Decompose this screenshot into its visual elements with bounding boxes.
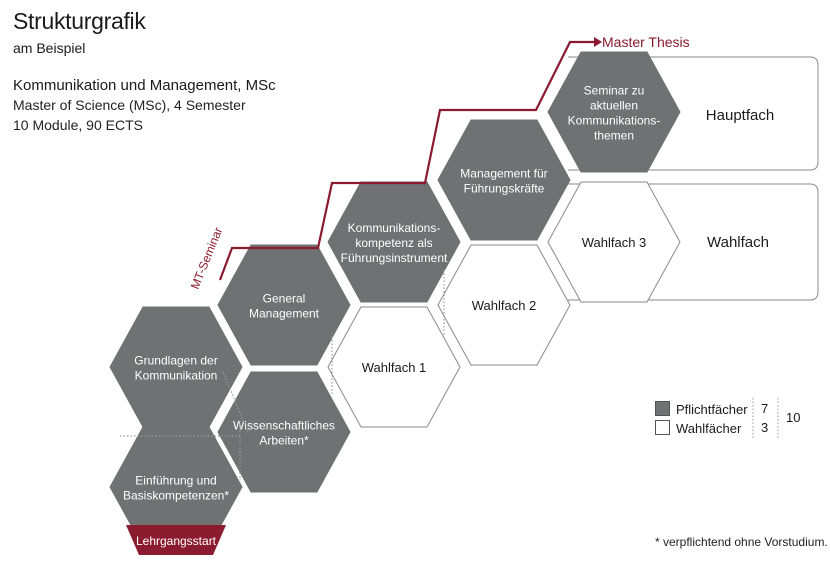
master-thesis-label: Master Thesis <box>602 34 690 50</box>
legend-divider <box>752 398 754 440</box>
module-label: Einführung und <box>135 474 216 488</box>
row-label-main: Hauptfach <box>706 107 774 124</box>
legend-mandatory-label: Pflichtfächer <box>676 402 748 417</box>
page-title: Strukturgrafik <box>13 8 146 34</box>
hexagon-shape <box>437 119 571 241</box>
hexagon-shape <box>437 244 571 366</box>
row-label-elective: Wahlfach <box>707 234 769 251</box>
module-label: Kommunikation <box>135 369 218 383</box>
page-subtitle: am Beispiel <box>13 40 86 56</box>
module-wahlfach3: Wahlfach 3 <box>547 181 681 303</box>
module-wahlfach1: Wahlfach 1 <box>327 306 461 428</box>
module-label: Seminar zu <box>584 84 645 98</box>
main-subject-row-frame <box>568 56 819 171</box>
module-label: Wahlfach 3 <box>582 235 647 250</box>
mandatory-swatch <box>655 401 670 416</box>
program-name: Kommunikation und Management, MSc <box>13 77 276 94</box>
module-label: Wahlfach 1 <box>362 360 427 375</box>
module-label: Management <box>249 307 320 321</box>
start-label: Lehrgangsstart <box>136 534 217 548</box>
module-wahlfach2: Wahlfach 2 <box>437 244 571 366</box>
module-label: General <box>263 292 306 306</box>
legend-elective-count: 3 <box>761 420 769 435</box>
elective-swatch <box>655 420 670 435</box>
module-label: kompetenz als <box>355 236 432 250</box>
module-label: Kommunikations- <box>568 114 661 128</box>
legend-mandatory-count: 7 <box>761 401 769 416</box>
start-banner <box>126 525 226 555</box>
legend-elective-label: Wahlfächer <box>676 421 742 436</box>
footnote: * verpflichtend ohne Vorstudium. <box>655 535 828 549</box>
mt-seminar-label: MT-Seminar <box>188 225 225 291</box>
module-label: Management für <box>460 167 547 181</box>
legend-elective: Wahlfächer <box>655 420 741 436</box>
hexagon-shape <box>547 181 681 303</box>
module-label: Führungskräfte <box>464 182 545 196</box>
elective-row-frame <box>568 183 819 301</box>
module-label: Wahlfach 2 <box>472 298 537 313</box>
path-arrowhead <box>594 37 602 47</box>
module-label: Grundlagen der <box>134 354 217 368</box>
module-label: Basiskompetenzen* <box>123 489 229 503</box>
legend-mandatory: Pflichtfächer <box>655 401 748 417</box>
module-label: Kommunikations- <box>348 221 441 235</box>
hexagon-shape <box>327 306 461 428</box>
module-label: Wissenschaftliches <box>233 419 335 433</box>
degree-info: Master of Science (MSc), 4 Semester <box>13 97 246 113</box>
module-kommunikationskompetenz: Kommunikations-kompetenz alsFührungsinst… <box>327 181 461 303</box>
hexagon-shape <box>109 306 243 428</box>
mt-seminar-path <box>218 40 594 281</box>
hexagon-shape <box>547 51 681 173</box>
module-label: Arbeiten* <box>259 434 309 448</box>
hexagon-shape <box>217 371 351 493</box>
legend-divider <box>777 398 779 440</box>
hexagon-shape <box>217 244 351 366</box>
module-info: 10 Module, 90 ECTS <box>13 117 143 133</box>
module-label: Führungsinstrument <box>341 251 448 265</box>
module-label: aktuellen <box>590 99 638 113</box>
separator-line <box>222 371 249 433</box>
module-label: themen <box>594 129 634 143</box>
legend-total: 10 <box>786 410 801 425</box>
